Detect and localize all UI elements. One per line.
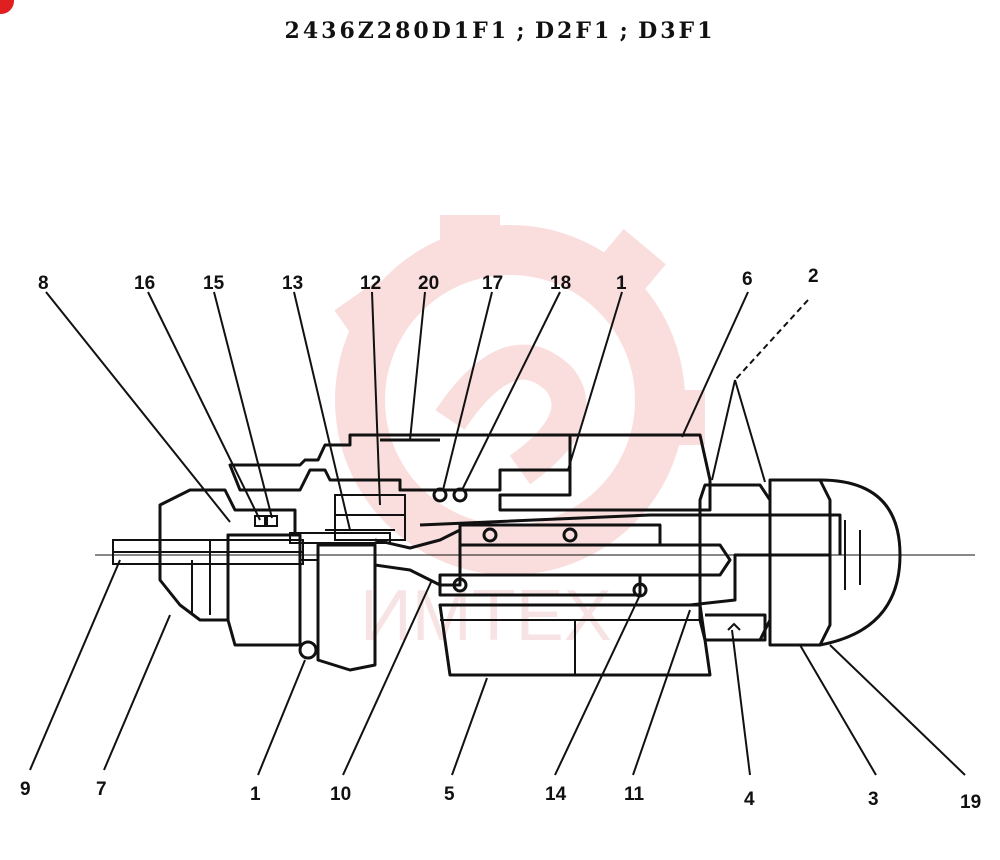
callout-3: 3 [868, 789, 879, 810]
callout-1-top: 1 [616, 273, 627, 294]
part-9-pin [112, 539, 304, 565]
callout-14: 14 [545, 784, 567, 805]
part-1-housing-rear [226, 533, 318, 660]
watermark-logo: ИМТЕХ [334, 215, 705, 656]
part-5-sleeve [438, 603, 712, 677]
callout-1-bottom: 1 [250, 784, 261, 805]
part-10-plunger [316, 528, 462, 672]
watermark-text: ИМТЕХ [360, 576, 612, 656]
callout-labels: 8 16 15 13 12 20 17 18 1 6 2 9 7 1 10 5 … [20, 266, 981, 813]
callout-18: 18 [550, 273, 571, 294]
leader-lines [29, 291, 966, 776]
callout-2: 2 [808, 266, 819, 287]
drawing-title: 2436Z280D1F1 ; D2F1 ; D3F1 [284, 18, 716, 44]
callout-16: 16 [134, 273, 155, 294]
callout-10: 10 [330, 784, 351, 805]
part-2-3-nuts [698, 478, 832, 647]
callout-6: 6 [742, 269, 753, 290]
callout-11: 11 [624, 784, 645, 805]
seal-rings [254, 487, 468, 527]
callout-15: 15 [203, 273, 225, 294]
part-19-dome-cap [819, 478, 902, 647]
callout-20: 20 [418, 273, 439, 294]
callout-9: 9 [20, 779, 31, 800]
callout-12: 12 [360, 273, 381, 294]
callout-7: 7 [96, 779, 107, 800]
callout-13: 13 [282, 273, 303, 294]
callout-19: 19 [960, 792, 981, 813]
callout-5: 5 [444, 784, 455, 805]
callout-4: 4 [744, 789, 755, 810]
callout-17: 17 [482, 273, 503, 294]
callout-8: 8 [38, 273, 49, 294]
